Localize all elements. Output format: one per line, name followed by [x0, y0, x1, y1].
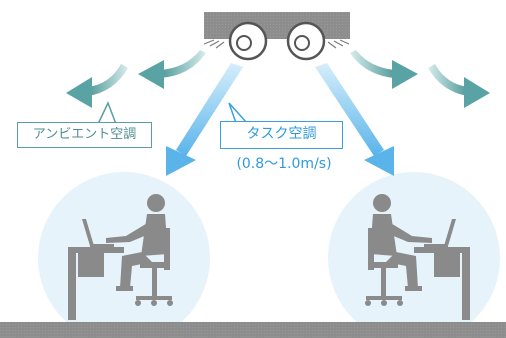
task-callout-pointer	[228, 102, 249, 124]
right-occupant-zone	[328, 172, 500, 338]
desk-icon	[414, 247, 470, 320]
ambient-air-arrow-right-inner	[350, 50, 418, 89]
ceiling-air-unit-icon	[203, 12, 350, 49]
floor	[0, 322, 506, 338]
laptop-icon	[424, 219, 456, 247]
air-diffuser-icon	[228, 21, 268, 61]
desk-icon	[68, 247, 124, 320]
task-air-label: タスク空調	[220, 121, 343, 149]
ambient-air-arrow-left-outer	[66, 64, 128, 108]
task-air-speed: (0.8〜1.0m/s)	[236, 156, 332, 172]
air-diffuser-icon	[286, 21, 326, 61]
laptop-icon	[82, 219, 114, 247]
office-worker-icon	[370, 194, 432, 291]
ambient-air-arrow-right-outer	[428, 64, 490, 108]
office-chair-icon	[365, 228, 403, 306]
ambient-air-arrow-left-inner	[138, 50, 206, 89]
office-worker-icon	[106, 194, 168, 291]
left-workstation	[68, 194, 173, 320]
task-air-arrow-right	[315, 63, 394, 176]
ambient-callout-pointer	[96, 101, 118, 125]
right-workstation	[365, 194, 470, 320]
left-occupant-zone	[38, 172, 210, 338]
ambient-air-label: アンビエント空調	[17, 122, 152, 148]
task-air-arrow-left	[166, 63, 243, 176]
office-chair-icon	[135, 228, 173, 306]
